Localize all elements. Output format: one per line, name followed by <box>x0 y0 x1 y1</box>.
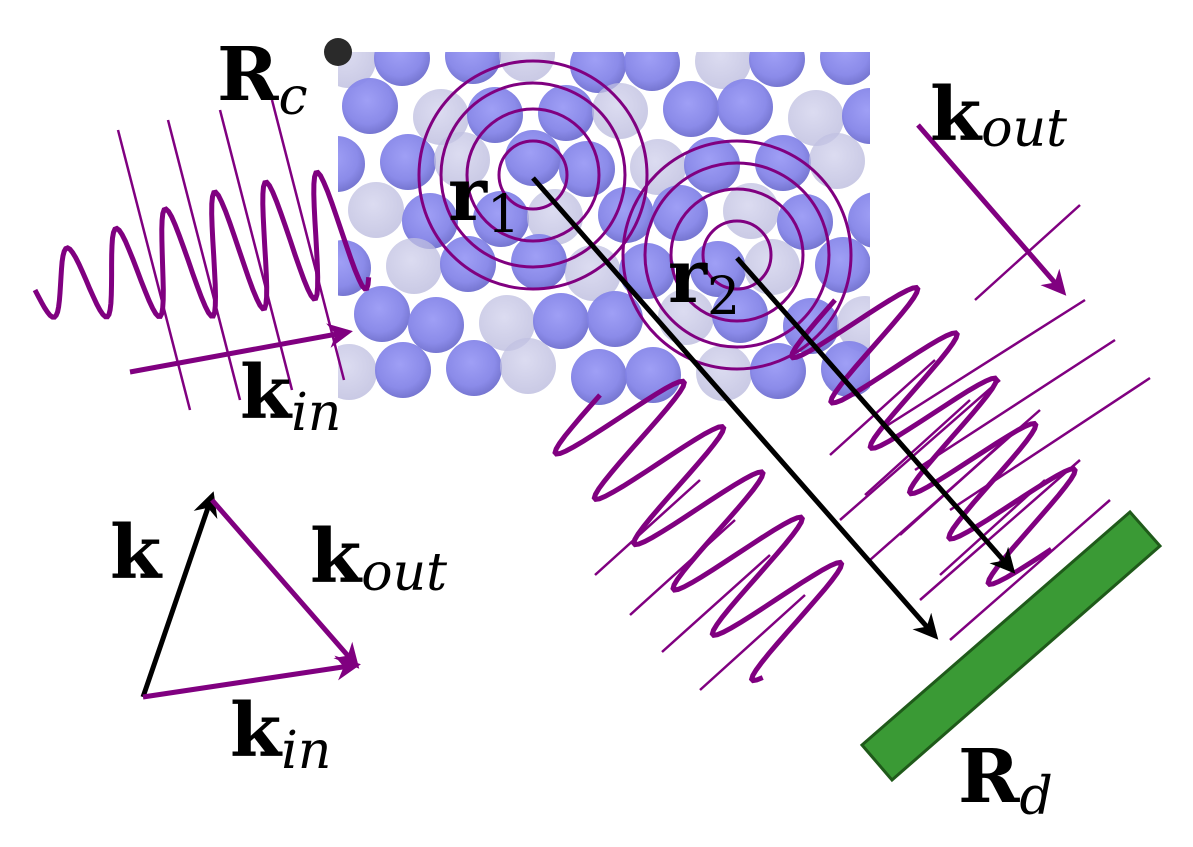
kout-top-label: kout <box>930 72 1067 159</box>
particle <box>624 52 680 91</box>
wavefront-line <box>864 399 971 496</box>
particle <box>559 141 615 197</box>
particle <box>788 90 844 146</box>
outgoing-wave-1 <box>552 378 845 684</box>
particle <box>386 238 442 294</box>
particle <box>598 187 654 243</box>
wavefront-line <box>699 594 806 691</box>
path-arrow-r1 <box>531 176 939 640</box>
particle <box>658 289 714 345</box>
spherical-wave-r2 <box>621 139 853 371</box>
origin-dot <box>324 38 352 66</box>
particle <box>663 81 719 137</box>
wavefront-line <box>949 499 1111 641</box>
wavefront-line <box>914 338 1116 472</box>
triangle-kout-arrow <box>210 498 360 669</box>
outgoing-wavefronts <box>594 204 1151 691</box>
wavefront-line <box>879 298 1086 432</box>
wavefront-line <box>594 479 701 576</box>
particle <box>348 182 404 238</box>
detector <box>859 509 1163 783</box>
particle <box>749 52 805 87</box>
particle <box>712 287 768 343</box>
particle <box>374 52 430 86</box>
particle <box>533 293 589 349</box>
kin-triangle-label: kin <box>230 688 331 781</box>
rd-label: Rd <box>958 734 1053 827</box>
particle <box>820 52 870 85</box>
particle <box>695 52 751 89</box>
outgoing-wave-2 <box>788 284 1078 587</box>
particle <box>570 52 626 93</box>
particle <box>354 286 410 342</box>
r2-label: r2 <box>668 234 740 327</box>
particle <box>338 344 377 400</box>
path-arrow-r2 <box>735 256 1016 574</box>
particle <box>755 135 811 191</box>
spherical-wave-r1 <box>417 59 649 291</box>
rc-label: Rc <box>217 32 308 127</box>
particle <box>338 136 365 192</box>
particle <box>571 349 627 405</box>
particle <box>445 52 501 84</box>
kin-arrow <box>129 323 353 375</box>
particle <box>848 192 870 248</box>
triangle-kin-arrow <box>142 655 361 700</box>
particle <box>652 185 708 241</box>
particle <box>511 234 567 290</box>
wavefront-line <box>839 379 1001 521</box>
particle <box>538 85 594 141</box>
particle <box>499 52 555 82</box>
particle <box>696 345 752 401</box>
particle <box>505 130 561 186</box>
wavefront-line <box>629 519 736 616</box>
particle <box>842 88 870 144</box>
particle <box>723 183 779 239</box>
particle <box>467 87 523 143</box>
r1-label: r1 <box>448 152 520 245</box>
particle <box>479 295 535 351</box>
particle <box>434 132 490 188</box>
wavefront-line <box>919 459 1081 601</box>
particle <box>587 291 643 347</box>
incoming-wave <box>32 169 372 320</box>
particle <box>375 342 431 398</box>
wavefront-line <box>661 554 771 653</box>
triangle-k-arrow <box>140 491 218 698</box>
kout-triangle-label: kout <box>310 514 447 603</box>
particle <box>446 340 502 396</box>
kout-arrow <box>916 123 1067 296</box>
particle <box>809 133 865 189</box>
particle <box>500 338 556 394</box>
particle <box>380 134 436 190</box>
particle <box>717 79 773 135</box>
k-label: k <box>110 510 163 596</box>
incoming-wavefronts <box>116 99 346 411</box>
particle <box>408 297 464 353</box>
kin-left-label: kin <box>240 350 341 443</box>
particle <box>777 194 833 250</box>
particle <box>342 78 398 134</box>
particle <box>821 341 870 397</box>
wavefront-line <box>829 359 936 456</box>
